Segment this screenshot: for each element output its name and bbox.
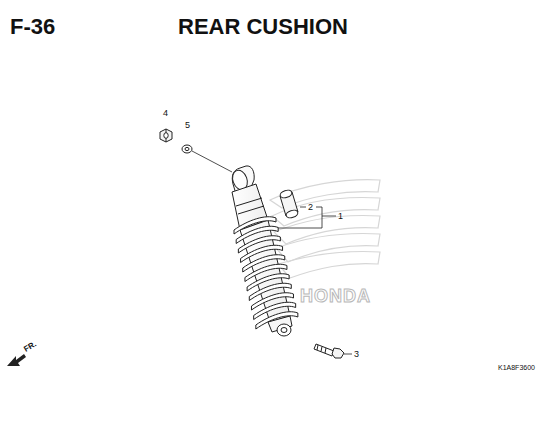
- leader-lines: [192, 151, 352, 354]
- callout-number: 4: [163, 109, 168, 118]
- callout-number: 2: [308, 203, 313, 212]
- page-title: REAR CUSHION: [178, 16, 348, 38]
- front-indicator: FR.: [23, 340, 38, 353]
- nut: [160, 129, 172, 142]
- callout-number: 3: [354, 350, 359, 359]
- watermark: HONDA: [300, 287, 371, 305]
- bushing: [279, 189, 299, 219]
- figure-number: F-36: [10, 16, 55, 38]
- coil: [256, 312, 298, 329]
- honda-wing-watermark: [270, 180, 380, 278]
- washer: [182, 145, 192, 153]
- drawing-code: K1A8F3600: [498, 364, 535, 371]
- callout-number: 5: [185, 121, 190, 130]
- spring-coils: [234, 217, 298, 329]
- front-arrow: [7, 354, 26, 366]
- bolt: [314, 344, 344, 358]
- callout-number: 1: [338, 212, 343, 221]
